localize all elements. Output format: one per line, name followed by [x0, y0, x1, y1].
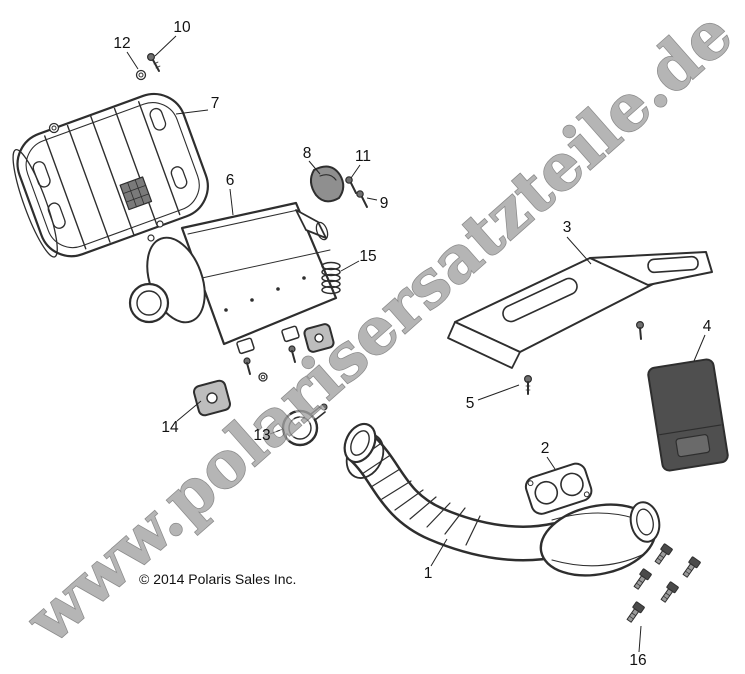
end-cap-drawing [310, 165, 345, 203]
heat-shield-drawing [12, 92, 209, 258]
copyright-text: © 2014 Polaris Sales Inc. [139, 571, 297, 587]
muffler-inlet [128, 282, 170, 324]
callout-13: 13 [253, 427, 271, 444]
screw-5-drawing [523, 375, 532, 395]
callout-14: 14 [161, 419, 179, 436]
screw-10-drawing [147, 52, 161, 72]
screw-11-drawing [345, 176, 357, 194]
callout-9: 9 [379, 195, 389, 212]
callout-6: 6 [225, 172, 235, 189]
callout-7: 7 [210, 95, 220, 112]
callout-1: 1 [423, 565, 433, 582]
heat-shield-panel-drawing [647, 358, 729, 472]
callout-leader-lines [126, 35, 706, 653]
callout-12: 12 [113, 35, 131, 52]
callout-8: 8 [302, 145, 312, 162]
rubber-mount-b-drawing [303, 323, 335, 353]
bolts-16-drawing [626, 543, 701, 623]
callout-16: 16 [629, 652, 647, 669]
callout-5: 5 [465, 395, 475, 412]
callout-2: 2 [540, 440, 550, 457]
clamp-drawing [281, 403, 328, 447]
rubber-mount-14-drawing [193, 379, 231, 417]
callout-3: 3 [562, 219, 572, 236]
callout-4: 4 [702, 318, 712, 335]
manifold-gasket-drawing [524, 462, 593, 515]
callout-10: 10 [173, 19, 191, 36]
misc-hardware-drawing [48, 122, 268, 382]
callout-15: 15 [359, 248, 377, 265]
muffler-drawing [128, 201, 338, 375]
callout-11: 11 [354, 148, 372, 165]
spring-drawing [321, 261, 341, 295]
screw-9-drawing [356, 190, 368, 208]
washer-12-drawing [135, 69, 147, 81]
mount-bracket-drawing [447, 251, 713, 369]
exhaust-pipe-drawing [343, 422, 661, 577]
